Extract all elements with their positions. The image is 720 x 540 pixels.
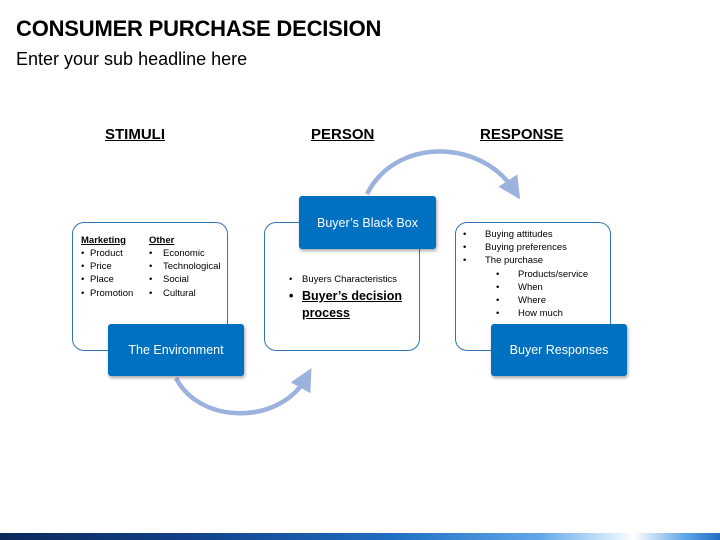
response-list: •Buying attitudes •Buying preferences •T…: [463, 228, 567, 268]
buyer-responses-label: Buyer Responses: [491, 324, 627, 376]
purchase-sub-list: •Products/service •When •Where •How much: [496, 268, 588, 321]
environment-label: The Environment: [108, 324, 244, 376]
list-item: •Buying attitudes: [463, 229, 553, 240]
list-item: Social: [149, 273, 221, 286]
person-list: •Buyers Characteristics •Buyer’s decisio…: [289, 273, 402, 322]
person-heading: PERSON: [311, 126, 375, 143]
other-heading: Other: [149, 235, 175, 246]
marketing-list: Product Price Place Promotion: [81, 247, 133, 300]
marketing-heading: Marketing: [81, 235, 126, 246]
page-title: CONSUMER PURCHASE DECISION: [16, 16, 382, 41]
list-item: •How much: [496, 308, 563, 320]
list-item: Cultural: [149, 287, 221, 300]
arrow-environment-to-person: [173, 368, 312, 416]
arrow-person-to-response: [364, 149, 521, 200]
list-item: •Buying preferences: [463, 242, 567, 254]
other-list: Economic Technological Social Cultural: [149, 247, 221, 300]
stimuli-heading: STIMULI: [105, 126, 165, 143]
response-heading: RESPONSE: [480, 126, 564, 143]
list-item: Place: [81, 273, 133, 286]
other-group: Other Economic Technological Social Cult…: [149, 234, 221, 300]
list-item: •The purchase: [463, 255, 544, 267]
black-box-label: Buyer’s Black Box: [299, 196, 436, 249]
list-item: Product: [81, 247, 133, 260]
page-subtitle: Enter your sub headline here: [16, 49, 248, 69]
list-item: •Buyers Characteristics: [289, 274, 398, 285]
list-item: Promotion: [81, 287, 133, 300]
list-item: •When: [496, 281, 543, 293]
list-item: •Where: [496, 295, 546, 306]
list-item: •Products/service: [496, 268, 589, 280]
list-item: Price: [81, 260, 133, 273]
list-item: Technological: [149, 260, 221, 273]
footer-bar: [0, 533, 720, 540]
marketing-group: Marketing Product Price Place Promotion: [81, 234, 133, 300]
list-item: Economic: [149, 247, 221, 260]
